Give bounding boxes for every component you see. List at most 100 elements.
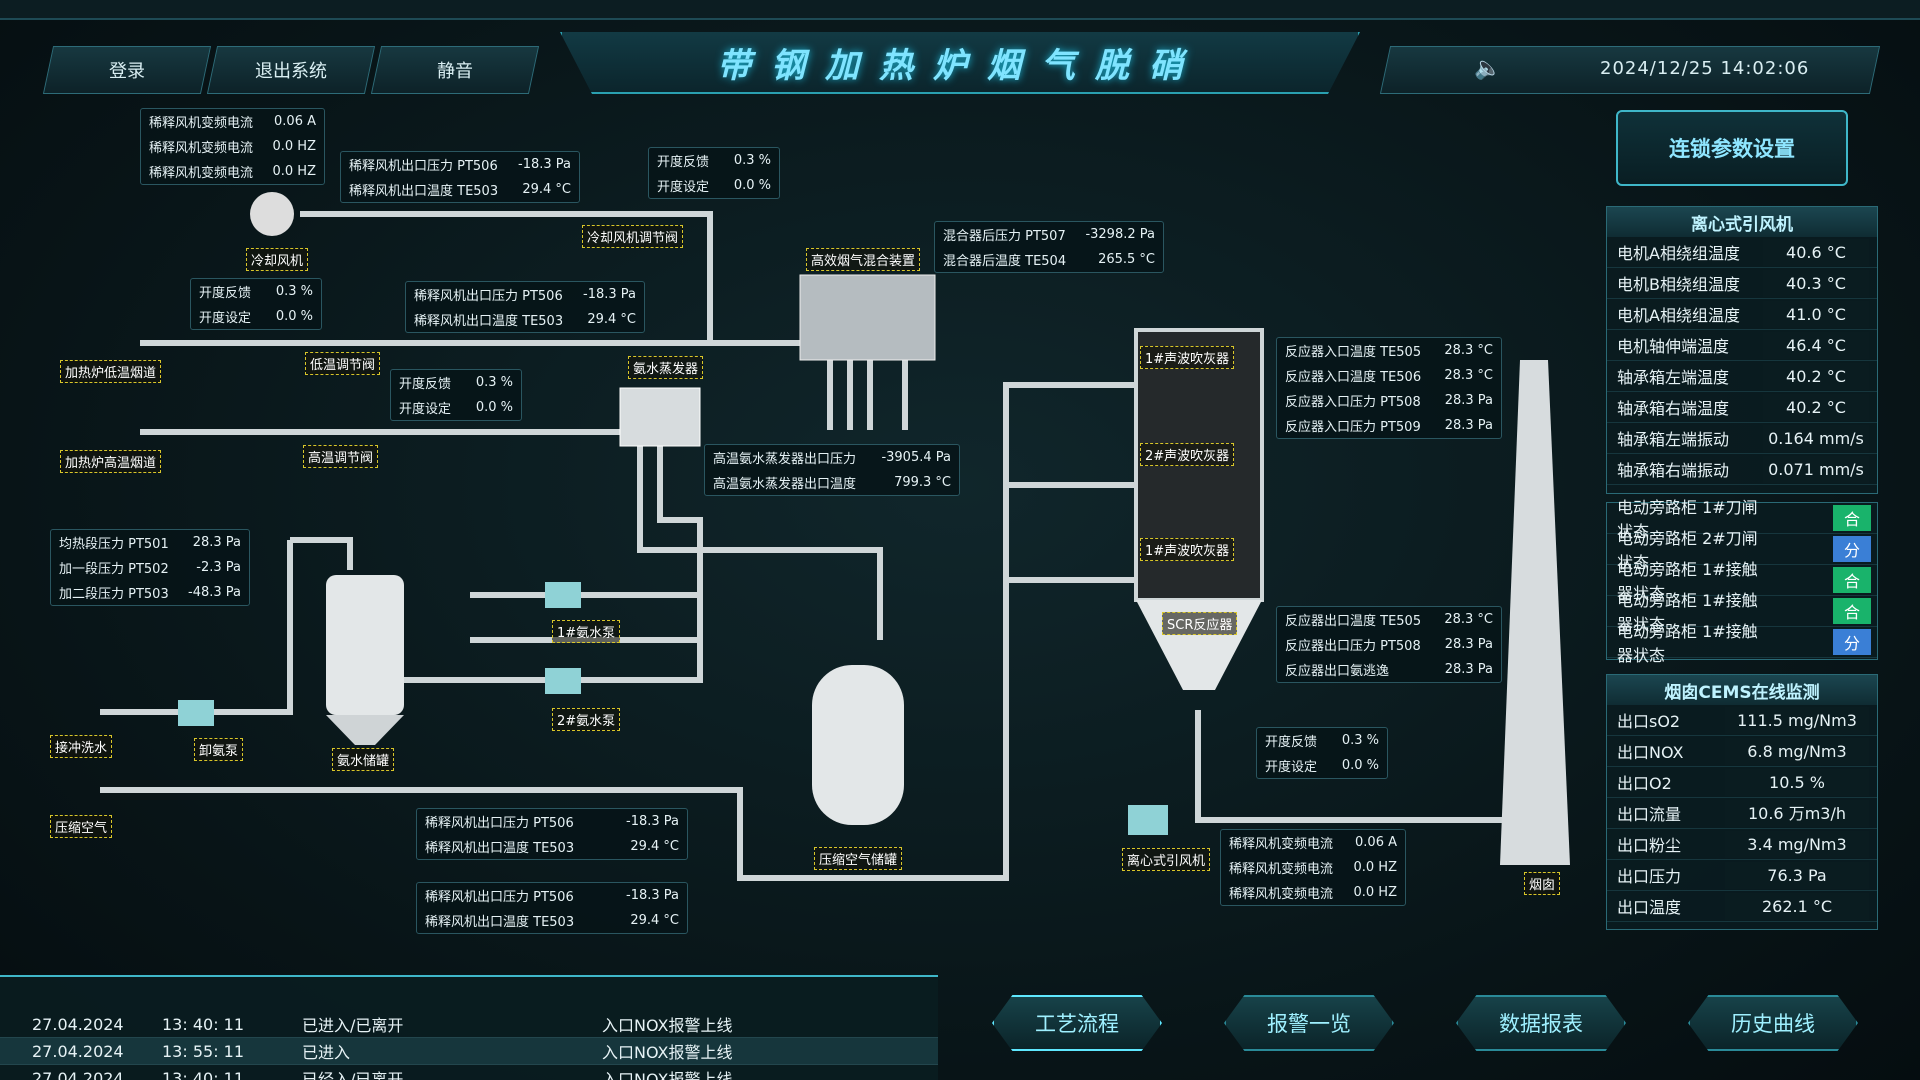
tag-pump1[interactable]: 1#氨水泵: [552, 620, 621, 643]
status-label: 电动旁路柜 1#接触器状态: [1617, 622, 1758, 665]
fan-row-label: 电机轴伸端温度: [1617, 337, 1730, 356]
param-value: -2.3 Pa: [196, 560, 241, 575]
status-badge[interactable]: 合: [1833, 598, 1871, 624]
cems-row-label: 出口压力: [1617, 867, 1682, 886]
interlock-settings-button[interactable]: 连锁参数设置: [1616, 110, 1848, 186]
param-value: 28.3 Pa: [1444, 662, 1493, 677]
param-value: 0.0 %: [275, 309, 313, 324]
nav-reports[interactable]: 数据报表: [1456, 995, 1626, 1051]
param-value: 0.0 HZ: [1353, 860, 1398, 875]
tag-low-valve[interactable]: 低温调节阀: [305, 352, 381, 375]
tag-soot1[interactable]: 1#声波吹灰器: [1140, 346, 1235, 369]
param-value: -18.3 Pa: [518, 157, 571, 172]
nav-history[interactable]: 历史曲线: [1688, 995, 1858, 1051]
tag-cooling-fan[interactable]: 冷却风机: [246, 248, 309, 271]
status-badge[interactable]: 分: [1833, 536, 1871, 562]
status-badge[interactable]: 分: [1833, 629, 1871, 655]
mixer-unit: [799, 274, 936, 361]
tag-high-valve[interactable]: 高温调节阀: [303, 445, 379, 468]
ammonia-tank: [326, 575, 404, 715]
param-label: 稀释风机出口压力 PT506: [349, 159, 498, 174]
fan-row-label: 轴承箱右端温度: [1617, 399, 1730, 418]
tag-induced-fan[interactable]: 离心式引风机: [1122, 848, 1211, 871]
cems-row-value: 111.5 mg/Nm3: [1725, 706, 1869, 734]
tag-reactor[interactable]: SCR反应器: [1162, 612, 1238, 635]
param-label: 反应器入口温度 TE506: [1285, 370, 1422, 385]
param-row: 稀释风机出口压力 PT506-18.3 Pa: [417, 809, 687, 834]
cems-row-value: 10.5 %: [1725, 768, 1869, 796]
cems-row-label: 出口粉尘: [1617, 836, 1682, 855]
tag-evaporator[interactable]: 氨水蒸发器: [628, 356, 704, 379]
param-row: 加二段压力 PT503-48.3 Pa: [51, 580, 249, 605]
nav-process[interactable]: 工艺流程: [992, 995, 1162, 1051]
tag-pump2[interactable]: 2#氨水泵: [552, 708, 621, 731]
tag-tank[interactable]: 氨水储罐: [332, 748, 395, 771]
param-value: 29.4 °C: [630, 913, 679, 928]
speaker-icon[interactable]: 🔈: [1474, 56, 1502, 81]
cems-row-label: 出口流量: [1617, 805, 1682, 824]
air-tank: [812, 665, 904, 825]
pipe-mixer-drops: [827, 355, 908, 430]
param-row: 加一段压力 PT502-2.3 Pa: [51, 555, 249, 580]
param-label: 稀释风机变频电流: [149, 166, 254, 181]
param-value: -18.3 Pa: [626, 814, 679, 829]
param-value: -48.3 Pa: [188, 585, 241, 600]
nav-alarms[interactable]: 报警一览: [1224, 995, 1394, 1051]
tag-air-tank[interactable]: 压缩空气储罐: [814, 847, 903, 870]
cems-row-label: 出口温度: [1617, 898, 1682, 917]
param-label: 高温氨水蒸发器出口温度: [713, 477, 857, 492]
param-label: 稀释风机出口温度 TE503: [414, 314, 564, 329]
tag-cooling-valve[interactable]: 冷却风机调节阀: [582, 225, 684, 248]
log-cell: 已经入/已离开: [302, 1070, 404, 1080]
param-value: 28.3 Pa: [192, 535, 241, 550]
log-cell: 13: 40: 11: [162, 1014, 245, 1034]
tag-soot2[interactable]: 2#声波吹灰器: [1140, 443, 1235, 466]
param-value: 0.3 %: [1341, 733, 1379, 748]
log-cell: 13: 40: 11: [162, 1068, 245, 1080]
tag-soot3[interactable]: 1#声波吹灰器: [1140, 538, 1235, 561]
tag-mixer[interactable]: 高效烟气混合装置: [806, 248, 921, 271]
param-value: 0.0 HZ: [272, 139, 317, 154]
log-cell: 13: 55: 11: [162, 1041, 245, 1061]
cems-row-value: 10.6 万m3/h: [1725, 799, 1869, 827]
log-cell: 入口NOX报警上线: [602, 1016, 733, 1035]
pump2-body: [545, 668, 581, 694]
param-value: 0.0 HZ: [1353, 885, 1398, 900]
param-label: 开度设定: [1265, 760, 1318, 775]
fan-row-label: 轴承箱右端振动: [1617, 461, 1730, 480]
param-label: 开度设定: [399, 402, 452, 417]
fan-row-value: 0.164 mm/s: [1763, 424, 1869, 452]
tag-unload-pump[interactable]: 卸氨泵: [194, 738, 244, 761]
cems-row-value: 262.1 °C: [1725, 892, 1869, 920]
status-badge[interactable]: 合: [1833, 567, 1871, 593]
fan-row-label: 电机A相绕组温度: [1617, 244, 1740, 263]
status-badge[interactable]: 合: [1833, 505, 1871, 531]
param-label: 稀释风机变频电流: [1229, 837, 1334, 852]
tag-compressed-air: 压缩空气: [50, 815, 113, 838]
log-cell: 入口NOX报警上线: [602, 1070, 733, 1080]
unload-pump-body: [178, 700, 214, 726]
